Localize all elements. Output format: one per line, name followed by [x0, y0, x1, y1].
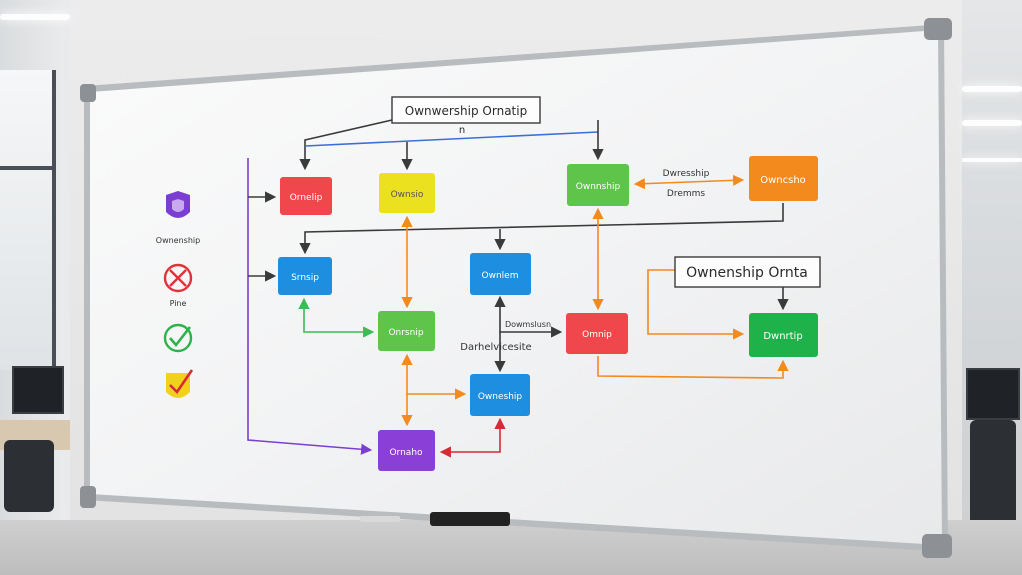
monitor-left	[12, 366, 64, 414]
node-blue-left: Srnsip	[278, 257, 332, 295]
node-label: Ornaho	[389, 448, 423, 458]
ceiling-light-right-1	[962, 86, 1022, 92]
frame-corner-tr	[924, 18, 952, 40]
box-right: Ownenship Ornta	[674, 256, 821, 288]
legend-label-2: Pine	[170, 299, 187, 308]
note-text-1: Dwresship	[663, 169, 710, 179]
whiteboard-eraser[interactable]	[430, 512, 510, 526]
check-shield-icon	[166, 369, 194, 398]
node-label: Ownsio	[391, 190, 424, 200]
frame-corner-bl	[80, 486, 96, 508]
monitor-right	[966, 368, 1020, 420]
note-text-2: Dremms	[667, 189, 706, 199]
chair-left	[4, 440, 54, 512]
node-label: Owneship	[478, 392, 523, 402]
ceiling-light-right-2	[962, 120, 1022, 126]
node-orange: Owncsho	[749, 156, 818, 201]
header-box: Ownwership Ornatip n	[391, 96, 541, 136]
frame-corner-br	[922, 534, 952, 558]
note-mid-2: Darhelvicesite	[460, 342, 531, 353]
node-label: Ornelip	[290, 193, 323, 203]
shield-icon	[166, 191, 190, 218]
window-mullion	[0, 166, 52, 170]
office-window	[0, 70, 56, 370]
node-blue-low: Owneship	[470, 374, 530, 416]
node-label: Omnip	[582, 330, 612, 340]
header-subtitle: n	[459, 125, 465, 136]
note-mid: Dowmslusn Darhelvicesite	[460, 320, 551, 353]
note-top-right: Dwresship Dremms	[663, 169, 710, 199]
node-label: Owncsho	[760, 175, 806, 186]
node-green-right: Dwnrtip	[749, 313, 818, 357]
node-green-top: Ownnship	[567, 164, 629, 206]
node-label: Ownnship	[576, 182, 621, 192]
node-red-mid: Omnip	[566, 313, 628, 354]
check-circle-icon	[163, 323, 193, 353]
node-red-top: Ornelip	[280, 177, 332, 215]
box-right-text: Ownenship Ornta	[686, 265, 808, 281]
marker-tray	[360, 516, 400, 522]
header-title: Ownwership Ornatip	[405, 104, 527, 118]
legend-label-1: Ownenship	[156, 236, 200, 245]
note-mid-1: Dowmslusn	[505, 320, 551, 329]
node-label: Ownlem	[482, 271, 519, 281]
node-purple: Ornaho	[378, 430, 435, 471]
ceiling-light-right-3	[962, 158, 1022, 162]
node-green-mid: Onrsnip	[378, 311, 435, 351]
ceiling-light-left	[0, 14, 70, 20]
node-yellow: Ownsio	[379, 173, 435, 213]
connectors	[247, 119, 789, 458]
node-blue-mid: Ownlem	[470, 253, 531, 295]
node-label: Srnsip	[291, 273, 319, 283]
node-label: Dwnrtip	[763, 331, 802, 342]
legend-icons: Ownenship Pine	[156, 191, 200, 398]
cross-circle-icon	[163, 263, 193, 293]
frame-corner-tl	[80, 84, 96, 102]
node-label: Onrsnip	[388, 328, 423, 338]
chair-right	[970, 420, 1016, 530]
